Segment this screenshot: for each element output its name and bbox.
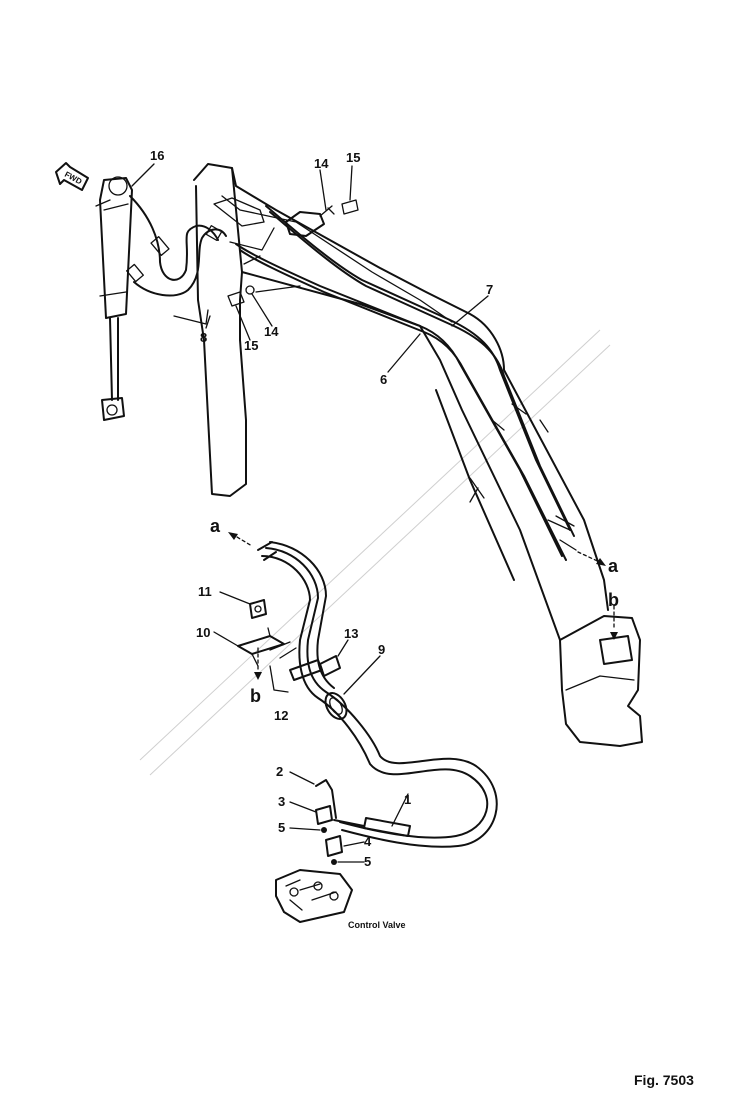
- connector-letters: a a b b: [210, 516, 619, 706]
- boom-top-fittings: [213, 197, 301, 307]
- callout-2: 2: [276, 764, 283, 779]
- upper-clamp: [285, 199, 359, 237]
- connector-b-right: b: [608, 590, 619, 610]
- control-valve-label: Control Valve: [348, 920, 406, 930]
- callout-4: 4: [364, 834, 372, 849]
- cylinder-hoses: [126, 195, 227, 325]
- connector-a-upper: a: [210, 516, 221, 536]
- leader-lines: [131, 163, 489, 863]
- boom-pipes: [235, 205, 577, 561]
- control-valve: [275, 779, 365, 923]
- callout-5-left: 5: [278, 820, 285, 835]
- watermark: [139, 329, 611, 776]
- callout-7: 7: [486, 282, 493, 297]
- boom: [193, 163, 643, 747]
- callout-13: 13: [344, 626, 358, 641]
- forward-arrow-icon: FWD: [55, 162, 89, 191]
- callout-15-upper: 15: [346, 150, 360, 165]
- connector-b-left: b: [250, 686, 261, 706]
- callouts: 16 14 15 7 6 8 14 15 11 10 13 9 12 1 2 3…: [150, 148, 493, 869]
- cylinder: [95, 176, 133, 421]
- callout-11: 11: [198, 584, 212, 599]
- callout-1: 1: [404, 792, 411, 807]
- callout-8: 8: [200, 330, 207, 345]
- callout-10: 10: [196, 625, 210, 640]
- callout-6: 6: [380, 372, 387, 387]
- callout-5-right: 5: [364, 854, 371, 869]
- connector-a-lower: a: [608, 556, 619, 576]
- lower-clamp: [237, 599, 341, 693]
- callout-16: 16: [150, 148, 164, 163]
- connector-arrows: [228, 532, 618, 680]
- callout-14-upper: 14: [314, 156, 329, 171]
- lower-hose-assembly: [257, 541, 498, 848]
- callout-12: 12: [274, 708, 288, 723]
- callout-9: 9: [378, 642, 385, 657]
- callout-15-lower: 15: [244, 338, 258, 353]
- callout-14-lower: 14: [264, 324, 279, 339]
- callout-3: 3: [278, 794, 285, 809]
- figure-caption: Fig. 7503: [634, 1072, 694, 1088]
